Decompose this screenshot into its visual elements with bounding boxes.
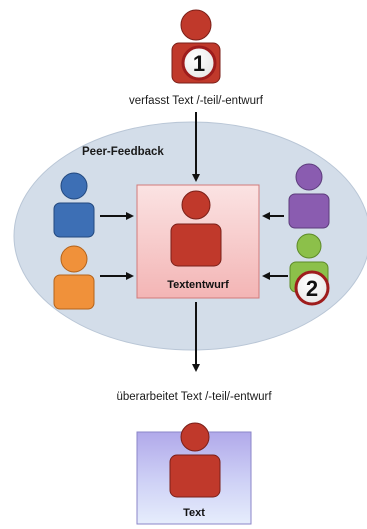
badge-1-number: 1 [193,51,205,76]
author-caption: verfasst Text /-teil/-entwurf [129,95,264,107]
draft-person-icon [170,190,222,267]
final-box-label: Text [183,507,205,519]
badge-1: 1 [181,45,217,81]
revise-caption: überarbeitet Text /-teil/-entwurf [116,391,272,403]
draft-box: Textentwurf [136,184,260,299]
badge-2-number: 2 [306,276,318,301]
peer-orange-person-icon [53,245,95,310]
draft-box-label: Textentwurf [167,279,229,291]
peer-purple-person-icon [288,163,330,229]
peer-feedback-label: Peer-Feedback [82,146,164,158]
badge-2: 2 [294,270,330,306]
final-text-box: Text [136,422,252,525]
peer-blue-person-icon [53,172,95,238]
final-person-icon [169,422,221,498]
